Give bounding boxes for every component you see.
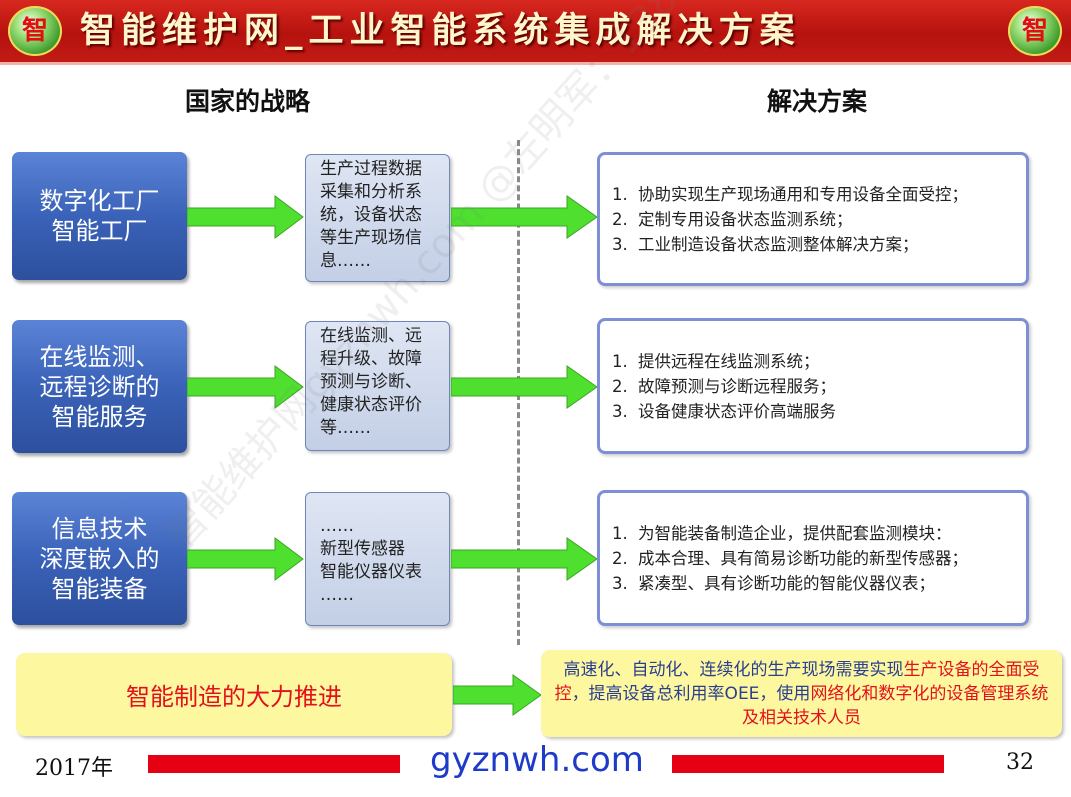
summary-highlight: 生产设备的全面受控 xyxy=(554,660,1040,704)
solution-heading: 解决方案 xyxy=(767,87,868,116)
page-number: 32 xyxy=(1006,750,1034,775)
solution-box-1: 1.协助实现生产现场通用和专用设备全面受控； 2.定制专用设备状态监测系统； 3… xyxy=(597,152,1029,286)
banner-underline xyxy=(0,62,1071,65)
arrow-right-icon xyxy=(451,537,598,581)
solution-box-2: 1.提供远程在线监测系统； 2.故障预测与诊断远程服务； 3.设备健康状态评价高… xyxy=(597,318,1029,454)
footer-site-link[interactable]: gyznwh.com xyxy=(430,740,644,780)
summary-text: ，提高设备总利用率OEE，使用 xyxy=(571,684,811,704)
detail-box-data-acquisition: 生产过程数据 采集和分析系 统，设备状态 等生产现场信 息…… xyxy=(305,154,450,282)
footer-bar-left xyxy=(148,755,400,773)
banner-title: 智能维护网_工业智能系统集成解决方案 xyxy=(80,10,801,51)
strategy-heading: 国家的战略 xyxy=(185,87,311,116)
summary-text: 高速化、自动化、连续化的生产现场需要实现 xyxy=(563,660,904,680)
summary-box: 高速化、自动化、连续化的生产现场需要实现生产设备的全面受控，提高设备总利用率OE… xyxy=(541,650,1062,737)
solution-box-3: 1.为智能装备制造企业，提供配套监测模块： 2.成本合理、具有简易诊断功能的新型… xyxy=(597,490,1029,626)
arrow-right-icon xyxy=(451,365,598,409)
arrow-right-icon xyxy=(187,365,304,409)
smart-manufacturing-box: 智能制造的大力推进 xyxy=(16,653,452,736)
solution-item: 3.设备健康状态评价高端服务 xyxy=(612,401,836,421)
strategy-box-online-monitoring: 在线监测、 远程诊断的 智能服务 xyxy=(12,320,187,453)
footer-year: 2017年 xyxy=(35,756,113,781)
solution-item: 1.提供远程在线监测系统； xyxy=(612,351,820,371)
arrow-right-icon xyxy=(453,674,542,716)
solution-item: 2.故障预测与诊断远程服务； xyxy=(612,376,836,396)
solution-item: 3.紧凑型、具有诊断功能的智能仪器仪表； xyxy=(612,573,935,593)
strategy-box-smart-equipment: 信息技术 深度嵌入的 智能装备 xyxy=(12,492,187,625)
footer-bar-right xyxy=(672,755,944,773)
arrow-right-icon xyxy=(187,195,304,239)
solution-item: 2.定制专用设备状态监测系统； xyxy=(612,209,853,229)
summary-highlight: 网络化和数字化的设备管理系统及相关技术人员 xyxy=(742,684,1049,728)
zhi-logo-icon: 智 xyxy=(8,6,62,56)
arrow-right-icon xyxy=(451,195,598,239)
detail-box-sensors: …… 新型传感器 智能仪器仪表 …… xyxy=(305,492,450,626)
solution-item: 2.成本合理、具有简易诊断功能的新型传感器； xyxy=(612,548,968,568)
detail-box-remote-diagnosis: 在线监测、远 程升级、故障 预测与诊断、 健康状态评价 等…… xyxy=(305,321,450,451)
solution-item: 3.工业制造设备状态监测整体解决方案； xyxy=(612,234,919,254)
arrow-right-icon xyxy=(187,537,304,581)
solution-item: 1.协助实现生产现场通用和专用设备全面受控； xyxy=(612,184,968,204)
strategy-box-digital-factory: 数字化工厂 智能工厂 xyxy=(12,152,187,280)
title-banner: 智 智能维护网_工业智能系统集成解决方案 智 xyxy=(0,0,1071,62)
zhi-logo-icon: 智 xyxy=(1008,6,1062,56)
solution-item: 1.为智能装备制造企业，提供配套监测模块： xyxy=(612,523,952,543)
